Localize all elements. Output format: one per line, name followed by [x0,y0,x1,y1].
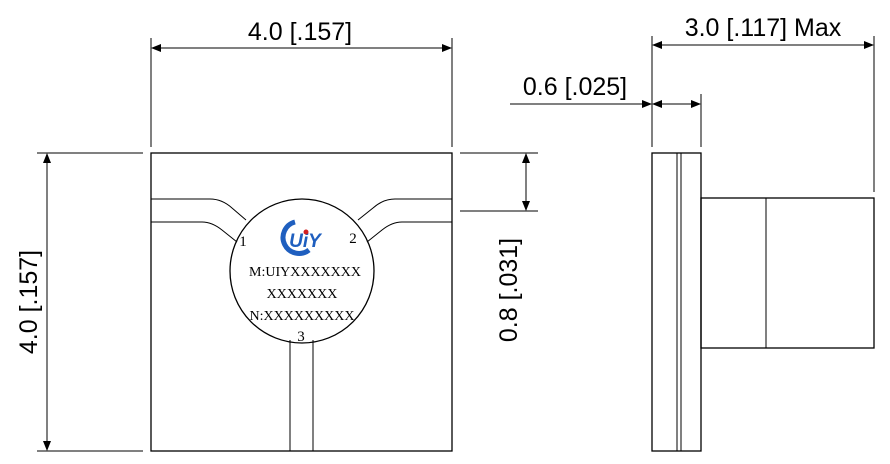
dim-side-total: 3.0 [.117] Max [685,14,842,42]
marking-line-2: XXXXXXX [267,287,338,302]
front-view: UiY M:UIYXXXXXXX XXXXXXX N:XXXXXXXXX 1 2… [15,18,538,452]
ferrite-disc [229,198,375,344]
dim-top-width: 4.0 [.157] [248,18,352,46]
marking-line-3: N:XXXXXXXXX [250,309,355,324]
trace-port-2 [357,198,452,221]
dim-left-height: 4.0 [.157] [15,250,43,354]
component-body [150,152,453,452]
port-label-2: 2 [349,231,357,247]
ferrite-stack [700,197,875,349]
dim-side-base: 0.6 [.025] [523,73,627,101]
marking-line-1: M:UIYXXXXXXX [249,265,361,280]
port-label-3: 3 [297,329,305,345]
logo-text: UiY [289,231,323,252]
port-label-1: 1 [239,234,247,250]
trace-port-1 [151,198,247,221]
side-view: 3.0 [.117] Max 0.6 [.025] [510,14,875,452]
dim-trace-height: 0.8 [.031] [495,238,523,342]
uiy-logo: UiY [280,219,323,256]
